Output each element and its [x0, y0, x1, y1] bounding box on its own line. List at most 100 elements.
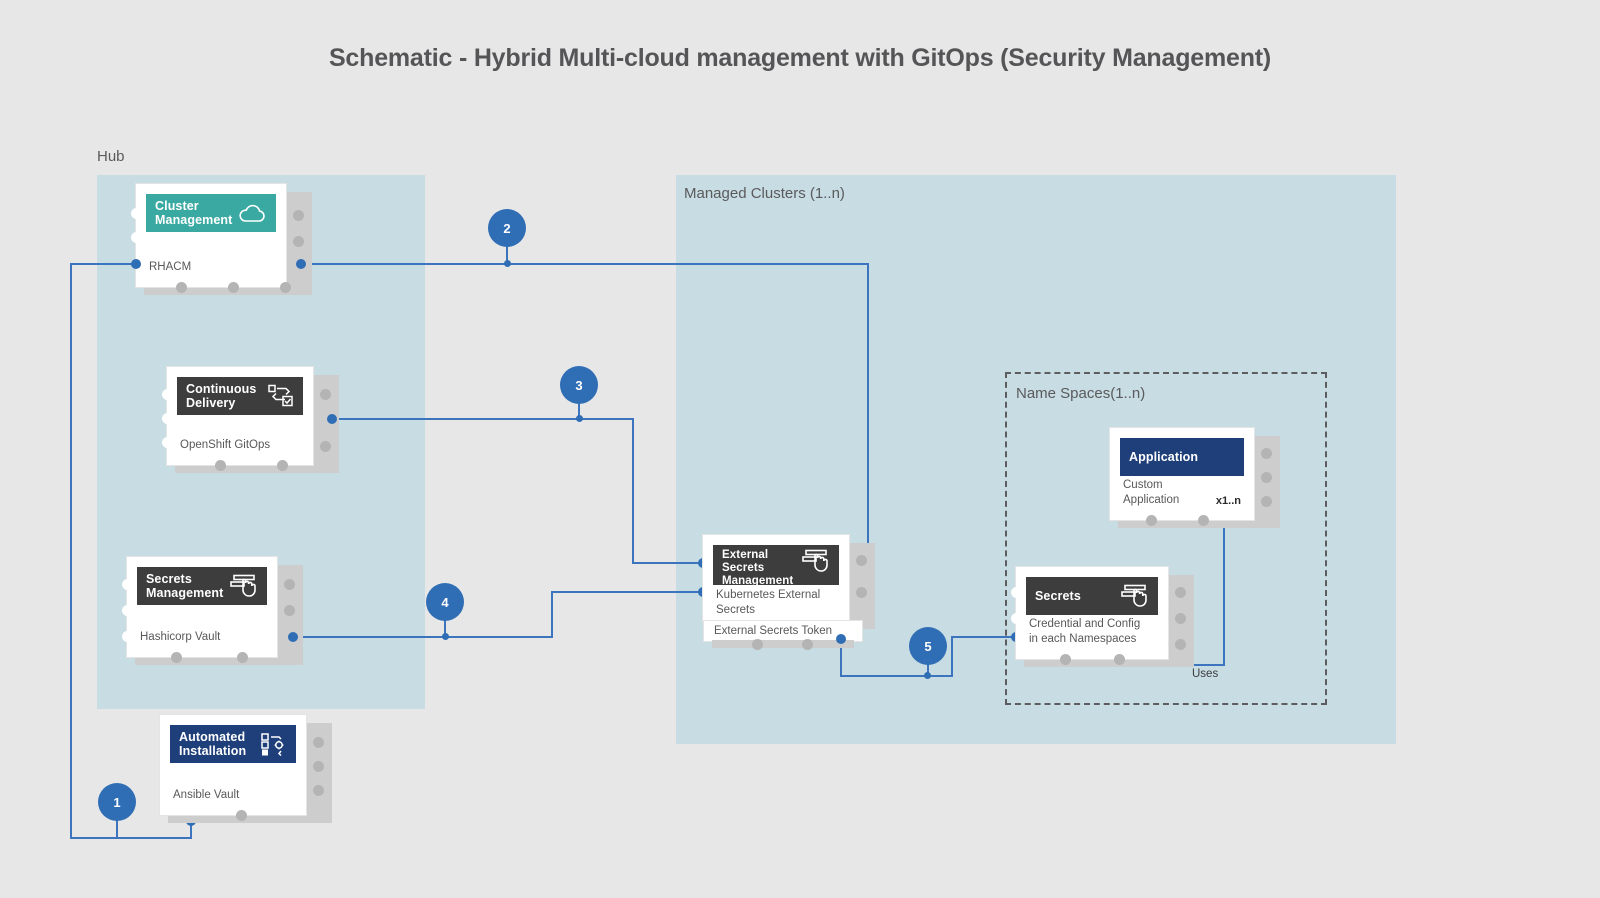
card-nub-bottom-1 — [176, 282, 187, 293]
connector-1-segment-left — [70, 263, 72, 839]
step-badge-3[interactable]: 3 — [560, 366, 598, 404]
card-nub-left-1 — [131, 208, 142, 219]
connector-2-segment-v — [867, 263, 869, 565]
step-badge-1[interactable]: 1 — [98, 783, 136, 821]
card-nub-right-1 — [320, 389, 331, 400]
card-nub-bottom-2 — [277, 460, 288, 471]
card-footer: Credential and Config in each Namespaces — [1026, 617, 1158, 649]
card-nub-right-2 — [293, 236, 304, 247]
card-nub-right-2 — [856, 587, 867, 598]
card-footer-label: Custom Application — [1123, 479, 1180, 507]
badge-4-stub — [444, 612, 446, 637]
card-footer-label: OpenShift GitOps — [180, 439, 271, 452]
card-nub-bottom-1 — [1060, 654, 1071, 665]
region-hub-label: Hub — [97, 148, 125, 165]
card-nub-right-1 — [1261, 448, 1272, 459]
step-badge-2[interactable]: 2 — [488, 209, 526, 247]
card-header: Application — [1120, 438, 1244, 476]
badge-4-anchor — [442, 633, 449, 640]
connector-3-segment-v — [632, 418, 634, 564]
strip-external-secrets-token[interactable]: External Secrets Token — [703, 620, 863, 648]
card-nub-bottom-1 — [236, 810, 247, 821]
card-footer: RHACM — [146, 260, 276, 277]
badge-3-stub — [578, 395, 580, 419]
card-nub-right-1 — [293, 210, 304, 221]
card-body: Secrets Management Hashicorp Vault — [127, 557, 277, 657]
region-managed-clusters-label: Managed Clusters (1..n) — [684, 185, 845, 202]
card-nub-bottom-1 — [171, 652, 182, 663]
hand-form-icon — [802, 549, 828, 572]
connector-endpoint-gitops-right — [327, 414, 337, 424]
card-nub-right-2 — [313, 761, 324, 772]
card-header-label: Secrets — [1035, 588, 1081, 603]
card-secrets-management[interactable]: Secrets Management Hashicorp Vault — [122, 557, 303, 665]
card-nub-bottom-2 — [228, 282, 239, 293]
card-nub-right-1 — [856, 555, 867, 566]
card-header: Cluster Management — [146, 194, 276, 232]
hand-form-icon — [230, 574, 256, 597]
card-cluster-management[interactable]: Cluster Management RHACM — [131, 184, 312, 295]
connector-5-segment-h1 — [840, 675, 953, 677]
card-footer-label: RHACM — [149, 261, 192, 274]
card-nub-bottom-3 — [280, 282, 291, 293]
card-external-secrets-management[interactable]: External Secrets Management Kubernetes E… — [703, 535, 875, 629]
card-nub-right-1 — [284, 579, 295, 590]
badge-5-anchor — [924, 672, 931, 679]
card-footer: Kubernetes External Secrets — [713, 588, 839, 620]
connector-endpoint-rhacm-right — [131, 259, 141, 269]
connector-endpoint-vault-right — [288, 632, 298, 642]
card-secrets[interactable]: Secrets Credential and Config in each Na… — [1011, 567, 1194, 667]
card-continuous-delivery[interactable]: Continuous Delivery OpenShift GitOps — [162, 367, 339, 473]
connector-endpoint-rhacm-left — [296, 259, 306, 269]
region-name-spaces — [1005, 372, 1327, 705]
card-header: Secrets Management — [137, 567, 267, 605]
cicd-loop-icon — [268, 384, 293, 407]
card-bottom-strip — [1024, 658, 1186, 667]
card-footer: Hashicorp Vault — [137, 630, 267, 647]
strip-bottom-strip — [712, 640, 854, 648]
card-header-label: Cluster Management — [155, 198, 233, 227]
card-application[interactable]: Application Custom Application x1..n — [1110, 428, 1280, 528]
badge-2-anchor — [504, 260, 511, 267]
card-quantity-label: x1..n — [1215, 494, 1241, 507]
card-header: Automated Installation — [170, 725, 296, 763]
card-header-label: External Secrets Management — [722, 549, 794, 588]
card-footer: OpenShift GitOps — [177, 438, 303, 455]
card-header-label: Automated Installation — [179, 729, 247, 758]
card-nub-left-1 — [122, 579, 133, 590]
card-bottom-strip — [135, 656, 295, 665]
card-footer: Ansible Vault — [170, 788, 296, 805]
card-nub-left-1 — [162, 389, 173, 400]
badge-5-stub — [927, 655, 929, 677]
connector-4-segment-h1 — [292, 636, 553, 638]
connector-5-segment-v1 — [840, 638, 842, 677]
step-badge-4[interactable]: 4 — [426, 583, 464, 621]
connector-3-segment-h2 — [632, 562, 704, 564]
card-header-label: Application — [1129, 449, 1199, 464]
card-body: Automated Installation Ansible Vault — [160, 715, 306, 815]
region-name-spaces-label: Name Spaces(1..n) — [1016, 385, 1146, 402]
card-nub-right-2 — [1261, 472, 1272, 483]
card-automated-installation[interactable]: Automated Installation Ansible Vault — [160, 715, 332, 823]
card-footer-label: Kubernetes External Secrets — [716, 589, 821, 616]
connector-1-segment-stub — [190, 820, 192, 839]
connector-5-segment-v2 — [951, 637, 953, 676]
card-nub-bottom-2 — [1198, 515, 1209, 526]
card-nub-left-2 — [122, 605, 133, 616]
card-nub-left-3 — [122, 631, 133, 642]
card-nub-left-1 — [1011, 587, 1022, 598]
card-header: Continuous Delivery — [177, 377, 303, 415]
card-header: Secrets — [1026, 577, 1158, 615]
card-footer: Custom Application x1..n — [1120, 478, 1244, 510]
card-nub-left-2 — [162, 413, 173, 424]
strip-label: External Secrets Token — [714, 625, 833, 637]
card-nub-left-3 — [162, 437, 173, 448]
badge-2-stub — [506, 238, 508, 264]
step-badge-5[interactable]: 5 — [909, 627, 947, 665]
connector-uses-segment-v — [1223, 518, 1225, 666]
card-footer-label: Hashicorp Vault — [140, 631, 221, 644]
card-nub-right-1 — [313, 737, 324, 748]
card-body: Cluster Management RHACM — [136, 184, 286, 287]
strip-nub-bottom-2 — [802, 639, 813, 650]
card-footer-label: Credential and Config in each Namespaces — [1029, 618, 1141, 646]
